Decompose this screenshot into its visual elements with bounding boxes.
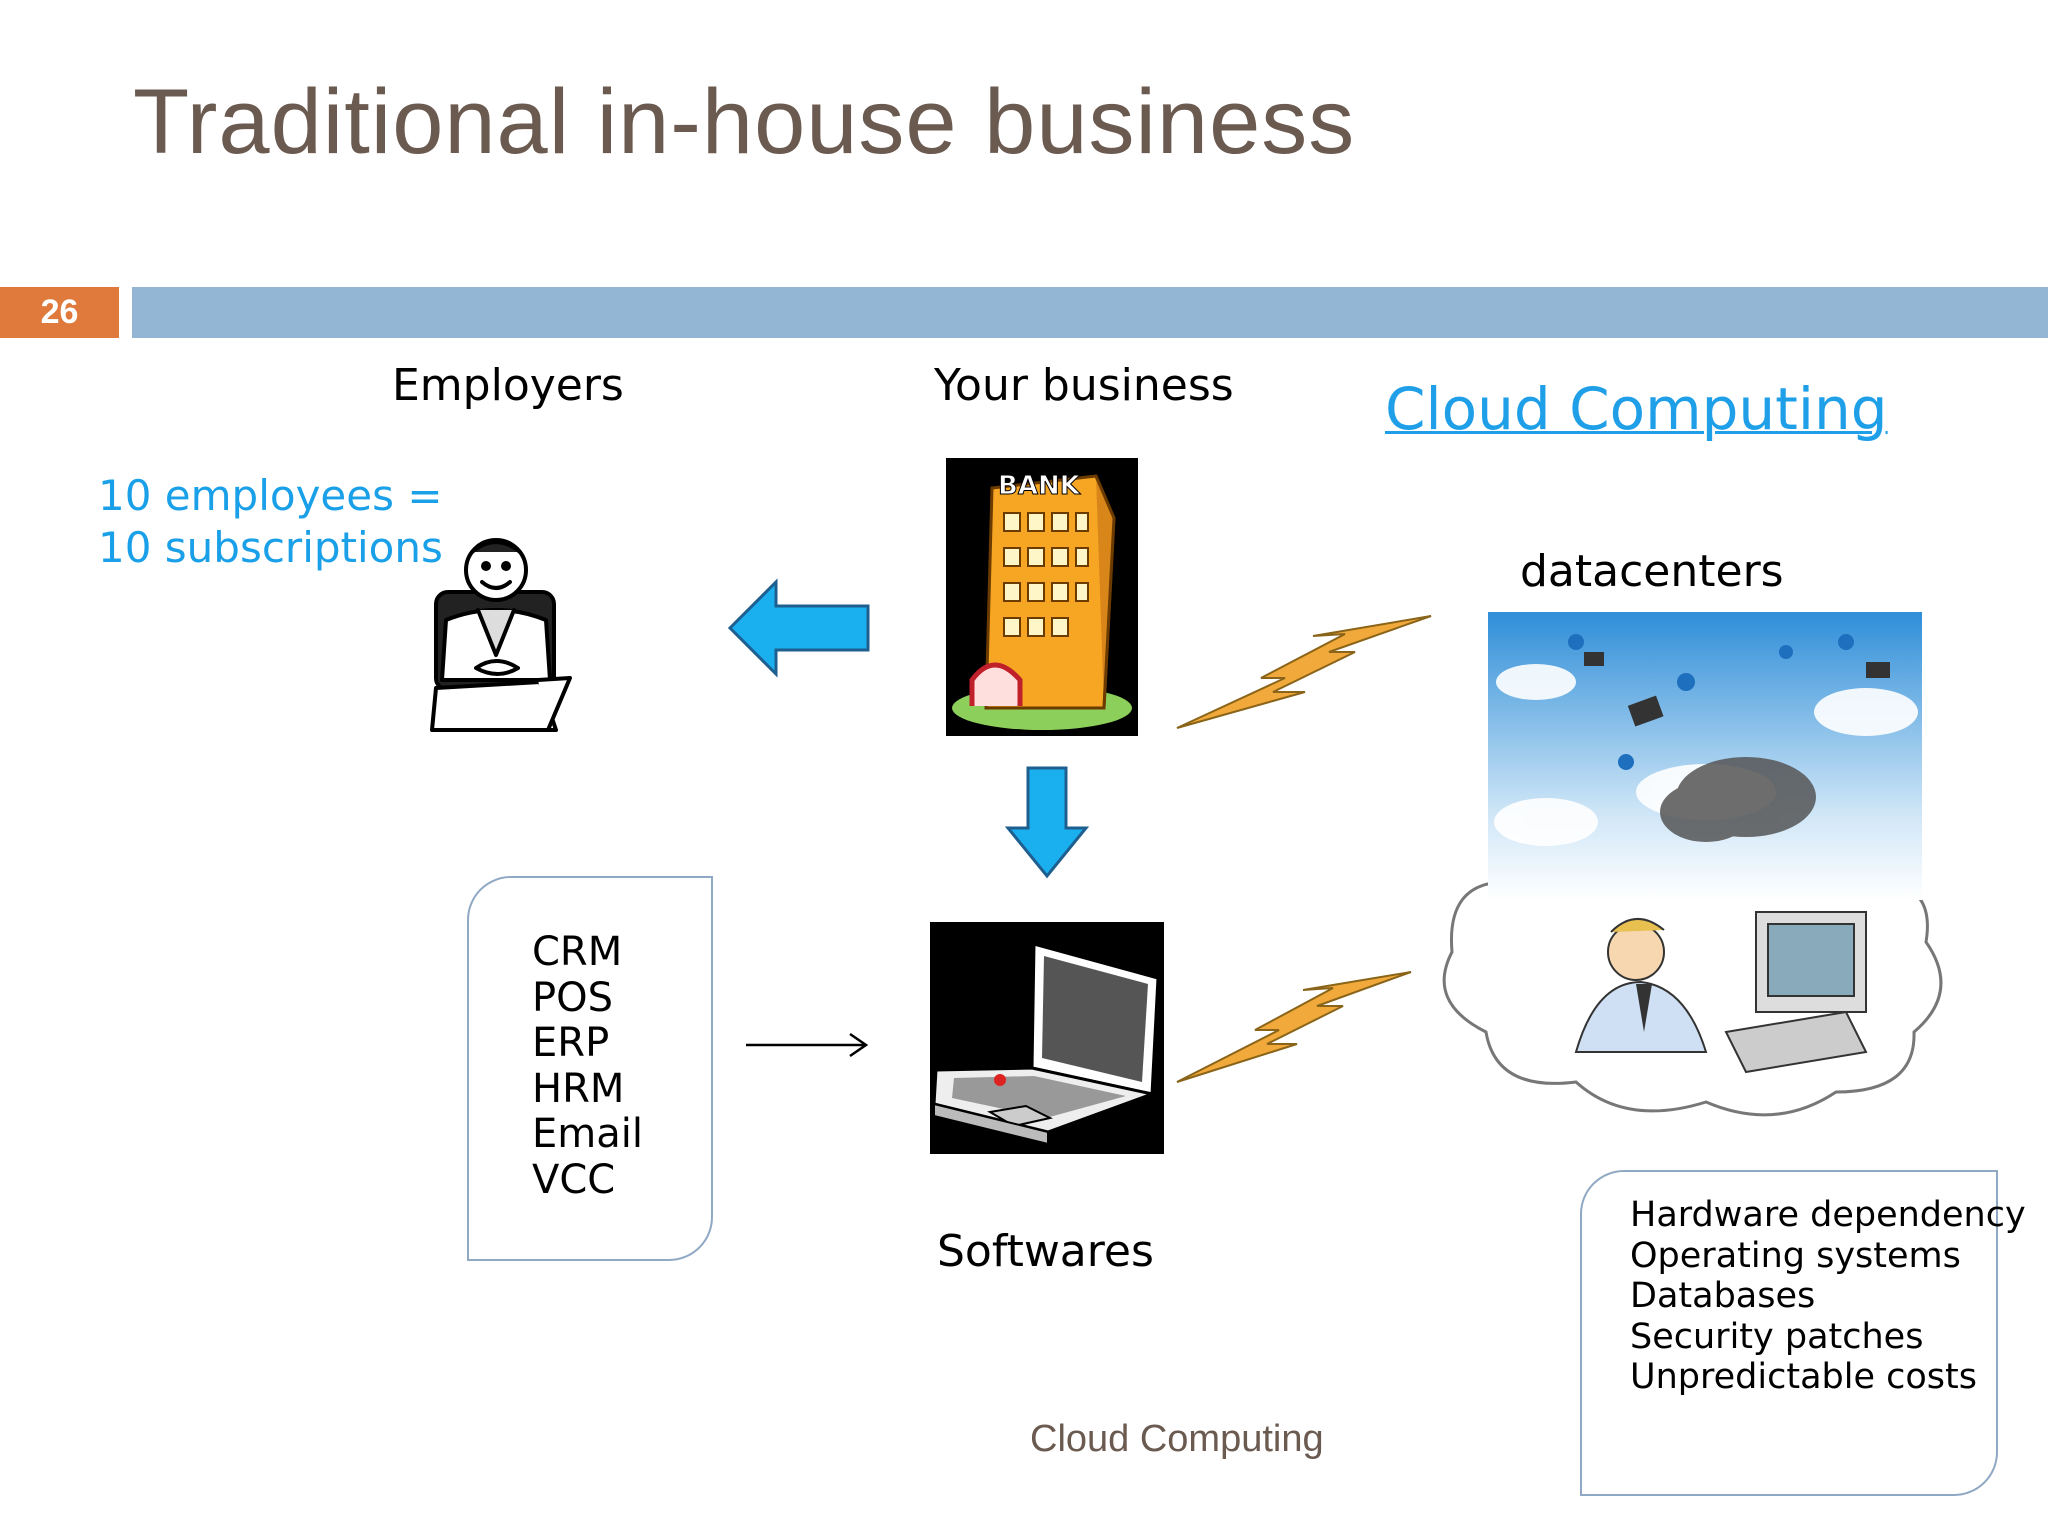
lightning-bolt-icon [1176, 971, 1412, 1083]
slide-number: 26 [0, 287, 119, 338]
employees-note-line2: 10 subscriptions [98, 523, 443, 572]
issue-item-security: Security patches [1630, 1316, 1924, 1357]
businessman-at-desk-icon [430, 538, 572, 732]
issues-list: Hardware dependency Operating systems Da… [1630, 1195, 2026, 1398]
issue-item-os: Operating systems [1630, 1235, 1961, 1276]
software-item-pos: POS [532, 974, 613, 1021]
software-item-crm: CRM [532, 929, 623, 975]
employers-label: Employers [392, 360, 624, 411]
softwares-label: Softwares [937, 1226, 1154, 1277]
datacenters-label: datacenters [1520, 546, 1784, 597]
issue-item-hardware: Hardware dependency [1630, 1195, 2026, 1235]
header-accent-bar [132, 287, 2048, 338]
employees-note-line1: 10 employees = [98, 471, 443, 520]
cloud-computing-link[interactable]: Cloud Computing [1385, 375, 1888, 443]
left-arrow-icon [727, 578, 870, 678]
laptop-icon [930, 922, 1164, 1154]
software-item-hrm: HRM [532, 1065, 625, 1112]
right-small-arrow-icon [746, 1032, 869, 1058]
software-list-box [467, 876, 713, 1261]
software-item-email: Email [532, 1111, 643, 1157]
software-item-erp: ERP [532, 1020, 610, 1066]
issue-item-costs: Unpredictable costs [1630, 1357, 1977, 1397]
bank-sign-text: BANK [998, 471, 1081, 501]
software-item-vcc: VCC [532, 1156, 616, 1203]
issue-item-databases: Databases [1630, 1276, 1816, 1316]
issues-list-box [1580, 1170, 1998, 1496]
slide-footer: Cloud Computing [1030, 1418, 1324, 1460]
your-business-label: Your business [934, 360, 1234, 411]
down-arrow-icon [1004, 766, 1090, 879]
software-list: CRM POS ERP HRM Email VCC [532, 929, 643, 1203]
employees-note: 10 employees = 10 subscriptions [98, 470, 443, 574]
lightning-bolt-icon [1176, 615, 1432, 729]
bank-building-icon: BANK [946, 458, 1138, 736]
cloud-datacenter-icon [1442, 612, 1943, 1117]
slide-title: Traditional in-house business [133, 71, 1356, 173]
